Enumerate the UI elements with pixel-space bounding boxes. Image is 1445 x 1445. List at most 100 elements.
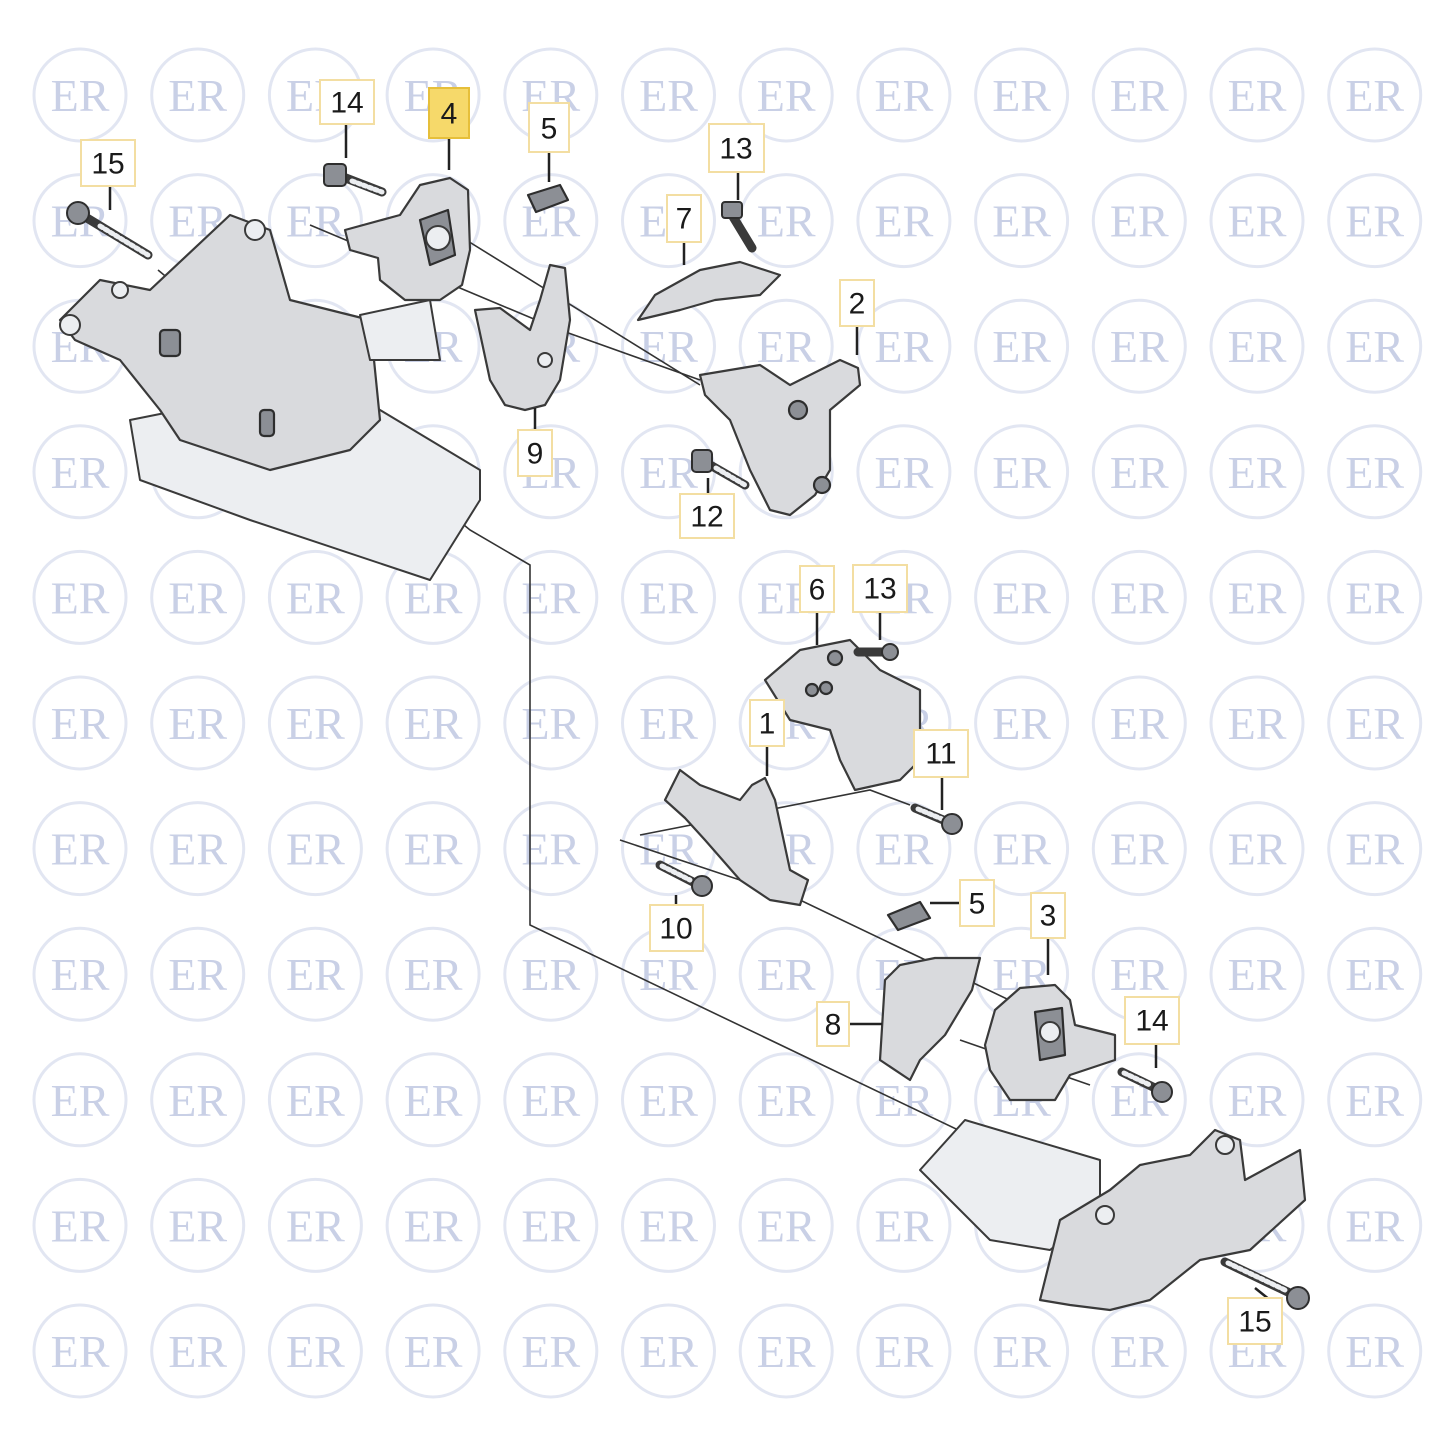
watermark-text: ER	[521, 1200, 580, 1251]
callout-8[interactable]: 8	[816, 1001, 850, 1047]
watermark-text: ER	[757, 949, 816, 1000]
watermark-stamp: ER	[385, 1177, 481, 1273]
watermark-text: ER	[757, 1075, 816, 1126]
callout-1[interactable]: 1	[749, 699, 785, 747]
watermark-stamp: ER	[1327, 926, 1423, 1022]
watermark-stamp: ER	[621, 1052, 716, 1148]
callout-10[interactable]: 10	[649, 904, 704, 952]
callout-5-upper[interactable]: 5	[528, 102, 570, 153]
watermark-text: ER	[521, 698, 580, 749]
watermark-ring	[1327, 173, 1423, 269]
watermark-text: ER	[168, 1075, 227, 1126]
watermark-stamp: ER	[150, 675, 246, 771]
callout-7[interactable]: 7	[666, 194, 702, 243]
watermark-text: ER	[1110, 321, 1169, 372]
callout-5-lower[interactable]: 5	[959, 879, 995, 927]
bolt-11	[910, 803, 963, 835]
watermark-stamp: ER	[974, 549, 1070, 645]
watermark-ring	[1327, 926, 1423, 1022]
callout-label: 1	[759, 708, 776, 741]
watermark-ring	[1327, 1303, 1423, 1399]
watermark-stamp: ER	[1327, 675, 1423, 771]
callout-label: 7	[676, 203, 693, 236]
watermark-text: ER	[1228, 1075, 1287, 1126]
watermark-text: ER	[639, 321, 698, 372]
callout-13-upper[interactable]: 13	[708, 123, 765, 173]
watermark-text: ER	[639, 698, 698, 749]
watermark-ring	[1209, 801, 1305, 897]
callout-4-selected[interactable]: 4	[428, 87, 470, 139]
heat-shield-7	[636, 260, 782, 322]
watermark-ring	[267, 1177, 363, 1273]
watermark-text: ER	[639, 1326, 698, 1377]
watermark-text: ER	[992, 1326, 1051, 1377]
callout-label: 6	[809, 574, 826, 607]
watermark-text: ER	[1110, 949, 1169, 1000]
watermark-text: ER	[1228, 572, 1287, 623]
watermark-stamp: ER	[738, 1177, 834, 1273]
callout-label: 8	[825, 1009, 842, 1042]
watermark-ring	[1091, 549, 1187, 645]
watermark-text: ER	[404, 1326, 463, 1377]
watermark-stamp: ER	[1327, 1052, 1423, 1148]
watermark-stamp: ER	[856, 1177, 952, 1273]
watermark-ring	[32, 1177, 128, 1273]
watermark-text: ER	[51, 1326, 110, 1377]
watermark-ring	[503, 1052, 599, 1148]
watermark-text: ER	[286, 1200, 345, 1251]
watermark-ring	[32, 801, 128, 897]
watermark-text: ER	[639, 70, 698, 121]
watermark-stamp: ER	[1327, 47, 1423, 143]
watermark-stamp: ER	[32, 1303, 128, 1399]
watermark-ring	[974, 675, 1070, 771]
watermark-ring	[267, 926, 363, 1022]
watermark-stamp: ER	[1209, 298, 1305, 394]
watermark-text: ER	[168, 572, 227, 623]
watermark-ring	[150, 1303, 246, 1399]
watermark-text: ER	[51, 949, 110, 1000]
callout-9[interactable]: 9	[517, 429, 553, 477]
watermark-ring	[621, 173, 716, 269]
callout-12[interactable]: 12	[679, 493, 735, 539]
watermark-ring	[503, 801, 599, 897]
watermark-text: ER	[404, 1200, 463, 1251]
watermark-text: ER	[639, 572, 698, 623]
watermark-stamp: ER	[32, 801, 128, 897]
watermark-text: ER	[404, 824, 463, 875]
watermark-stamp: ER	[1209, 675, 1305, 771]
callout-15-upper[interactable]: 15	[80, 139, 136, 187]
watermark-stamp: ER	[974, 47, 1070, 143]
watermark-ring	[1209, 424, 1305, 520]
callout-2[interactable]: 2	[839, 279, 875, 327]
watermark-text: ER	[1345, 70, 1404, 121]
watermark-stamp: ER	[1209, 1052, 1305, 1148]
watermark-text: ER	[1110, 447, 1169, 498]
watermark-text: ER	[404, 1075, 463, 1126]
callout-14-lower[interactable]: 14	[1124, 996, 1180, 1045]
watermark-stamp: ER	[1327, 424, 1423, 520]
watermark-ring	[385, 1177, 481, 1273]
callout-6[interactable]: 6	[799, 565, 835, 613]
watermark-stamp: ER	[738, 1052, 834, 1148]
watermark-ring	[1209, 47, 1305, 143]
watermark-stamp: ER	[1091, 1303, 1187, 1399]
watermark-ring	[1209, 675, 1305, 771]
watermark-text: ER	[992, 70, 1051, 121]
watermark-ring	[385, 1052, 481, 1148]
callout-15-lower[interactable]: 15	[1227, 1297, 1283, 1345]
watermark-text: ER	[51, 1075, 110, 1126]
watermark-stamp: ER	[738, 298, 834, 394]
watermark-stamp: ER	[150, 549, 246, 645]
watermark-stamp: ER	[1091, 549, 1187, 645]
watermark-stamp: ER	[621, 1177, 716, 1273]
callout-label: 5	[541, 113, 558, 146]
callout-label: 3	[1040, 900, 1057, 933]
callout-3[interactable]: 3	[1030, 892, 1066, 939]
bracket-8	[878, 956, 982, 1082]
callout-11[interactable]: 11	[913, 729, 969, 778]
callout-14-upper[interactable]: 14	[319, 79, 375, 125]
callout-13-lower[interactable]: 13	[852, 564, 908, 613]
watermark-ring	[385, 47, 481, 143]
callout-label: 2	[849, 288, 866, 321]
watermark-stamp: ER	[32, 926, 128, 1022]
